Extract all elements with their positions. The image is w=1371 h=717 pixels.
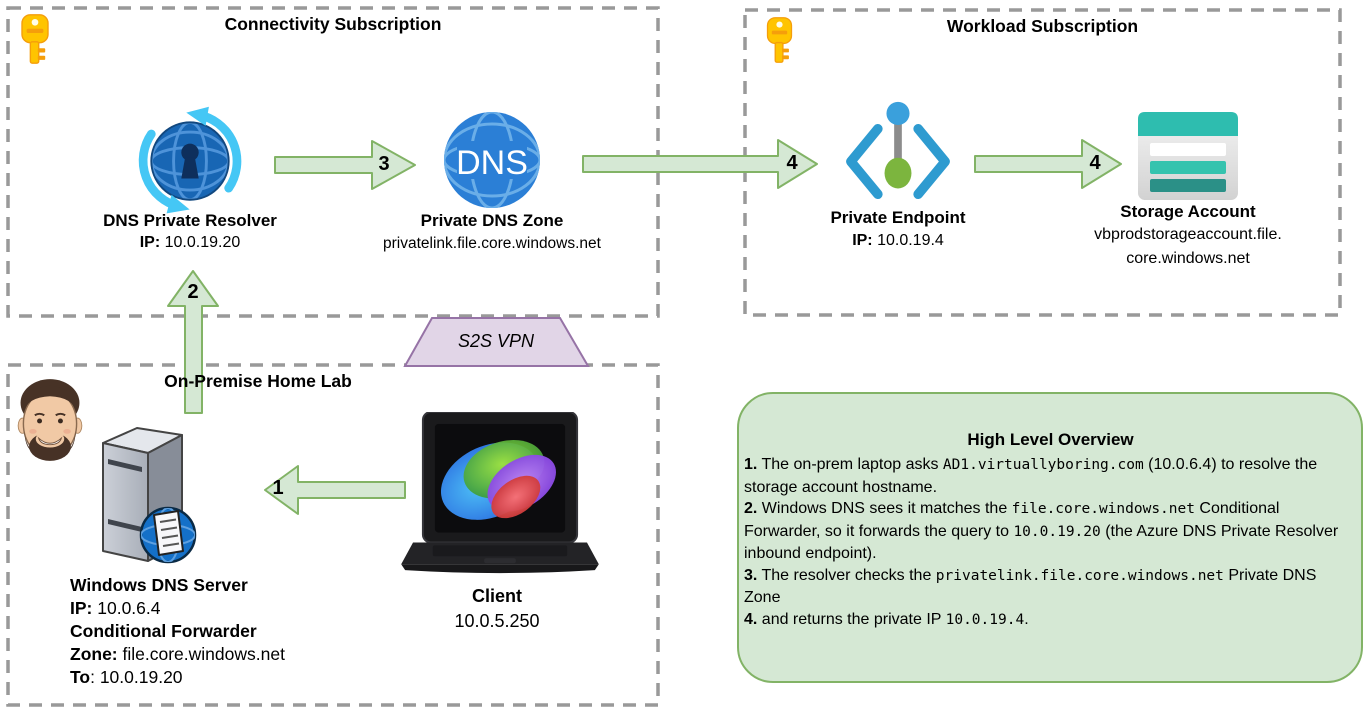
overview-step-3: 3. The resolver checks the privatelink.f… xyxy=(744,566,1317,607)
client-label: Client xyxy=(471,586,522,606)
onprem-box-title: On-Premise Home Lab xyxy=(164,371,352,391)
endpoint-label: Private Endpoint xyxy=(830,208,966,227)
dns-private-resolver-icon xyxy=(138,106,242,214)
dns-zone-label: Private DNS Zone xyxy=(420,211,564,230)
arrow-step-4a-number: 4 xyxy=(786,152,798,174)
storage-address-line1: vbprodstorageaccount.file. xyxy=(1094,226,1282,243)
arrow-step-4b-number: 4 xyxy=(1089,152,1101,174)
workload-box-title: Workload Subscription xyxy=(946,16,1139,36)
avatar-face-icon xyxy=(17,379,83,461)
arrow-step-3 xyxy=(274,140,416,190)
overview-step-1: 1. The on-prem laptop asks AD1.virtually… xyxy=(744,456,1318,496)
dns-server-forward-to: To: 10.0.19.20 xyxy=(70,667,183,687)
overview-title: High Level Overview xyxy=(967,430,1134,449)
s2s-vpn-label: S2S VPN xyxy=(457,331,535,351)
arrow-step-1-number: 1 xyxy=(272,477,284,499)
key-icon xyxy=(766,17,793,63)
private-dns-zone-icon: DNS xyxy=(444,112,540,208)
windows-dns-server-icon xyxy=(102,427,197,564)
dns-zone-icon-text: DNS xyxy=(456,144,528,182)
workload-box-border xyxy=(743,8,1342,317)
onprem-box-border xyxy=(6,363,660,707)
client-laptop-icon xyxy=(401,412,599,574)
resolver-label: DNS Private Resolver xyxy=(103,211,277,230)
dns-server-cf-label: Conditional Forwarder xyxy=(70,621,257,641)
high-level-overview-box: High Level Overview 1. The on-prem lapto… xyxy=(737,392,1363,683)
key-icon xyxy=(21,14,49,64)
overview-step-2: 2. Windows DNS sees it matches the file.… xyxy=(744,500,1339,562)
arrow-step-4a xyxy=(582,139,818,189)
connectivity-box-title: Connectivity Subscription xyxy=(224,14,442,34)
overview-step-4: 4. and returns the private IP 10.0.19.4. xyxy=(744,610,1029,628)
dns-server-label: Windows DNS Server xyxy=(70,575,248,595)
dns-zone-address: privatelink.file.core.windows.net xyxy=(383,235,601,252)
arrow-step-4b xyxy=(974,139,1122,189)
resolver-ip: IP: 10.0.19.20 xyxy=(139,234,241,251)
arrow-step-1 xyxy=(264,465,406,515)
storage-address-line2: core.windows.net xyxy=(1126,250,1250,267)
dns-server-ip: IP: 10.0.6.4 xyxy=(70,598,161,618)
private-endpoint-icon xyxy=(846,101,950,200)
storage-label: Storage Account xyxy=(1120,202,1256,221)
arrow-step-2 xyxy=(167,270,219,414)
dns-server-zone: Zone: file.core.windows.net xyxy=(70,644,285,664)
dns-server-text: Windows DNS Server IP: 10.0.6.4 Conditio… xyxy=(70,574,370,689)
client-ip: 10.0.5.250 xyxy=(454,611,540,631)
s2s-vpn-shape xyxy=(403,317,590,367)
arrow-step-2-number: 2 xyxy=(187,281,199,303)
arrow-step-3-number: 3 xyxy=(378,153,390,175)
storage-account-icon xyxy=(1138,112,1238,200)
endpoint-ip: IP: 10.0.19.4 xyxy=(852,232,944,249)
